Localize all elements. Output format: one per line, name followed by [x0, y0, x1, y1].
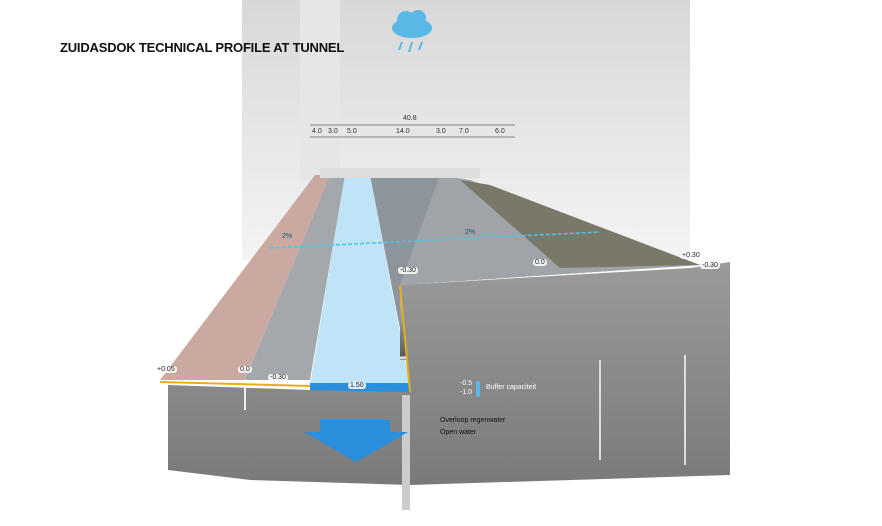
buffer-level: -0.5	[460, 380, 473, 387]
dimension-segment: 3.0	[328, 128, 338, 135]
level-label: 1.50	[348, 382, 366, 389]
level-label: -0.30	[398, 267, 418, 274]
dimension-segment: 6.0	[495, 128, 505, 135]
level-label: -0.30	[700, 262, 720, 269]
ground-section	[168, 262, 730, 485]
page-title: ZUIDASDOK TECHNICAL PROFILE AT TUNNEL	[60, 40, 345, 55]
dimension-segment: 5.0	[347, 128, 357, 135]
level-label: 0.0	[238, 366, 252, 373]
buffer-level: -1.0	[460, 389, 473, 396]
dimension-segment: 4.0	[312, 128, 322, 135]
buffer-label: Buffer capaciteit	[486, 384, 537, 391]
level-label: +0.05	[155, 366, 177, 373]
level-label: -0.30	[268, 374, 288, 381]
slope-label: 2%	[465, 229, 476, 236]
annotation: Open water	[440, 429, 477, 436]
sidewalk	[160, 175, 330, 380]
slope-label: 2%	[282, 233, 293, 240]
dimension-segment: 14.0	[396, 128, 410, 135]
dimension-total: 40.8	[403, 115, 417, 122]
drainage-arrow	[304, 420, 408, 462]
dimension-segment: 7.0	[459, 128, 469, 135]
level-label: +0.30	[680, 252, 702, 259]
canal-water	[310, 175, 410, 385]
bike-lane	[245, 175, 345, 380]
thermometer-icon	[476, 381, 480, 397]
rain-cloud-icon	[392, 10, 432, 53]
annotation: Overloop regenwater	[440, 417, 506, 424]
dimension-segment: 3.0	[436, 128, 446, 135]
level-label: 0.0	[533, 259, 547, 266]
